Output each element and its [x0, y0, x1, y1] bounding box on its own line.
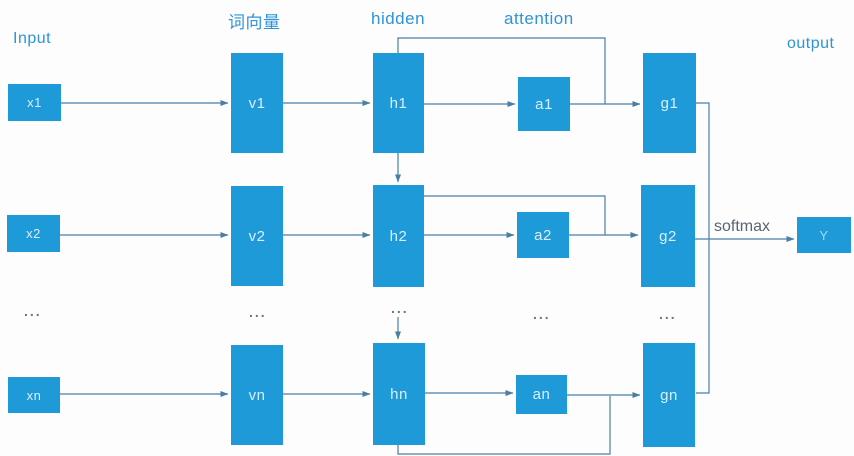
node-vn: vn — [231, 345, 283, 445]
node-an: an — [516, 375, 567, 414]
label-word-vector: 词向量 — [228, 13, 281, 32]
label-softmax: softmax — [714, 218, 771, 235]
ellipsis-x-column: ... — [24, 303, 42, 319]
node-x1: x1 — [8, 84, 61, 121]
ellipsis-v-column: ... — [249, 304, 267, 320]
node-g2: g2 — [641, 185, 695, 287]
ellipsis-h-column: ... — [391, 300, 409, 316]
label-output: output — [787, 35, 835, 52]
ellipsis-a-column: ... — [533, 306, 551, 322]
label-attention: attention — [504, 9, 574, 28]
node-h1: h1 — [373, 53, 424, 153]
node-gn: gn — [643, 343, 695, 447]
node-a2: a2 — [517, 212, 569, 258]
node-hn: hn — [373, 343, 425, 445]
node-g1: g1 — [643, 53, 696, 153]
node-x2: x2 — [7, 215, 60, 252]
node-y-output: Y — [797, 217, 851, 253]
node-v2: v2 — [231, 186, 283, 286]
node-v1: v1 — [231, 53, 283, 153]
node-h2: h2 — [373, 185, 424, 287]
node-xn: xn — [8, 377, 60, 413]
label-hidden: hidden — [371, 9, 426, 28]
connector-g1-gn-merge — [696, 102, 710, 394]
bypass-hn-to-gn — [397, 396, 611, 455]
ellipsis-g-column: ... — [659, 306, 677, 322]
label-input: Input — [13, 30, 52, 47]
node-a1: a1 — [518, 77, 570, 131]
bypass-h2-to-g2 — [424, 195, 606, 235]
bypass-h1-to-g1 — [397, 37, 606, 104]
